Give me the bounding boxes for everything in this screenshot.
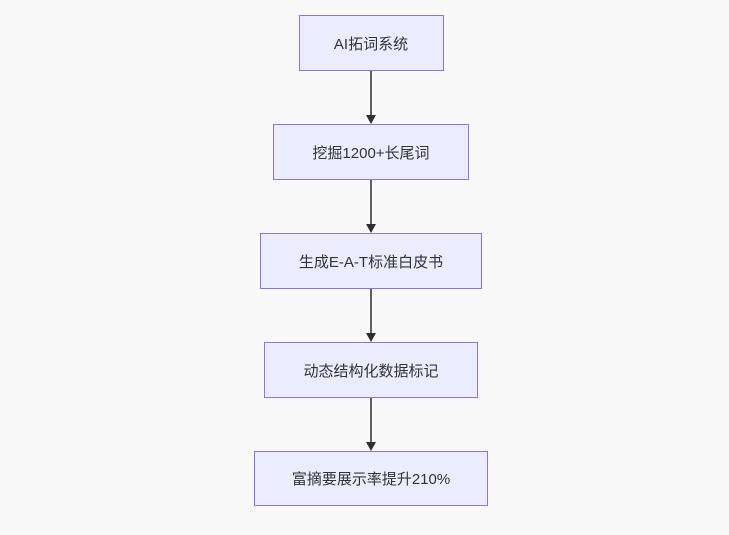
arrow-line	[370, 398, 372, 443]
arrow-line	[370, 71, 372, 116]
node-label: 挖掘1200+长尾词	[312, 144, 430, 162]
flowchart-node-rich-snippet-result: 富摘要展示率提升210%	[254, 451, 488, 506]
flow-arrow	[366, 71, 376, 124]
flowchart: AI拓词系统 挖掘1200+长尾词 生成E-A-T标准白皮书 动态结构化数据标记…	[254, 15, 488, 506]
flowchart-node-structured-data-markup: 动态结构化数据标记	[264, 342, 478, 398]
flow-arrow	[366, 289, 376, 342]
flow-arrow	[366, 180, 376, 233]
node-label: AI拓词系统	[333, 35, 409, 53]
arrowhead-down-icon	[366, 115, 376, 124]
node-label: 生成E-A-T标准白皮书	[298, 253, 444, 271]
flowchart-node-longtail-mining: 挖掘1200+长尾词	[273, 124, 469, 180]
node-label: 动态结构化数据标记	[303, 362, 439, 380]
node-label: 富摘要展示率提升210%	[291, 471, 451, 488]
flowchart-node-ai-word-expansion: AI拓词系统	[298, 15, 444, 71]
flow-arrow	[366, 398, 376, 451]
arrow-line	[370, 180, 372, 225]
arrow-line	[370, 289, 372, 334]
arrowhead-down-icon	[366, 224, 376, 233]
flowchart-node-eat-whitepaper: 生成E-A-T标准白皮书	[260, 233, 482, 289]
arrowhead-down-icon	[366, 442, 376, 451]
arrowhead-down-icon	[366, 333, 376, 342]
